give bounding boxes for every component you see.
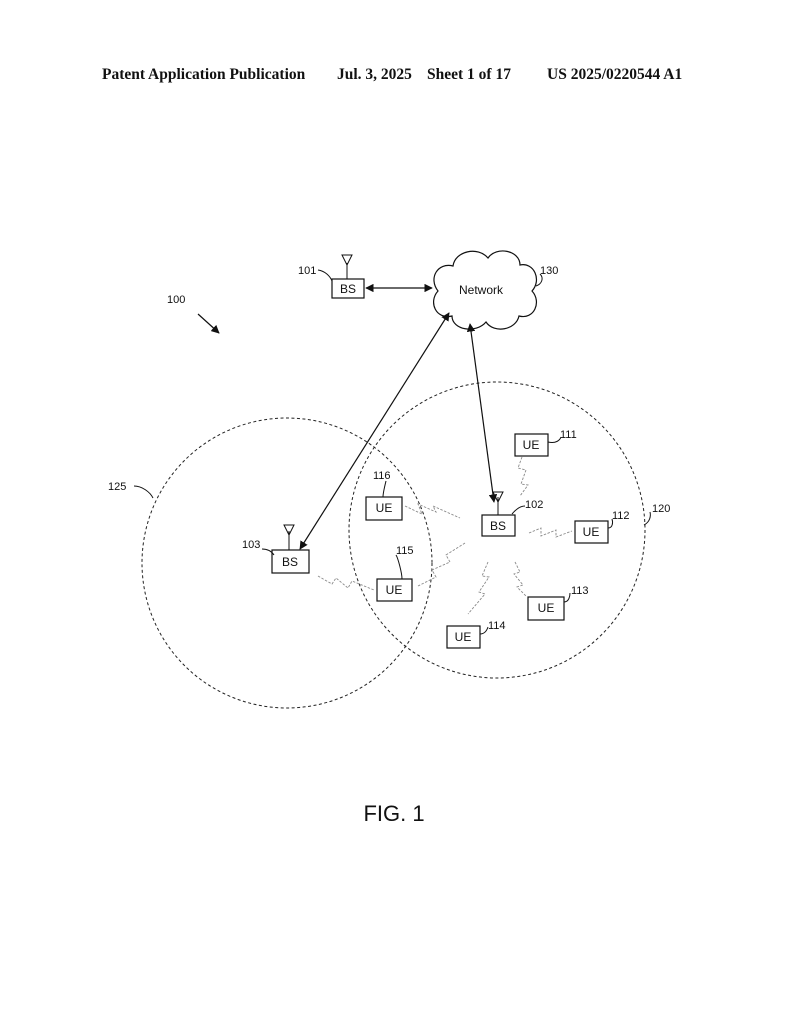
ref-115: 115 [396,545,414,557]
figure-caption: FIG. 1 [363,801,424,826]
sheet-number: Sheet 1 of 17 [427,66,511,83]
ue-113: UE 113 [527,585,589,621]
ref-113-leader [563,592,571,603]
ref-101: 101 [298,265,316,277]
page-header: Patent Application Publication Jul. 3, 2… [0,66,794,90]
ref-125: 125 [108,481,126,493]
ue-111-label: UE [523,438,540,452]
ref-111-leader [547,436,562,443]
ue-115: UE 115 [376,545,414,602]
ue-114: UE 114 [446,620,506,649]
publication-number: US 2025/0220544 A1 [547,66,683,83]
ref-130-leader [535,273,543,287]
ref-112: 112 [612,510,630,522]
ref-125-leader [133,485,154,499]
ue-114-label: UE [455,630,472,644]
wireless-link-102-113 [513,561,527,597]
ue-112-label: UE [583,525,600,539]
publication-type: Patent Application Publication [102,66,306,83]
ref-112-leader [607,518,613,529]
coverage-area-125 [141,417,433,709]
ref-116-leader [382,480,387,498]
ref-114: 114 [488,620,506,632]
ref-111: 111 [560,429,577,441]
base-station-101: BS [331,254,365,299]
base-station-103: BS [271,524,310,574]
ue-111: UE 111 [514,429,577,457]
ref-103: 103 [242,539,260,551]
ref-115-leader [395,554,403,580]
wireless-link-102-114 [467,561,490,615]
ref-116: 116 [373,470,391,482]
ref-101-leader [317,269,333,282]
wireless-link-103-115 [317,575,375,591]
bs-101-label: BS [340,282,356,296]
ref-120: 120 [652,503,670,515]
wireless-link-102-116 [404,503,461,519]
bs-103-label: BS [282,555,298,569]
antenna-icon [283,524,295,537]
link-bs103-network [299,312,450,550]
ref-100: 100 [167,294,185,306]
link-bs102-network [466,323,498,503]
ref-100-arrow [197,313,220,334]
wireless-link-102-112 [528,527,573,538]
ue-112: UE 112 [574,510,630,544]
ref-120-leader [643,511,651,526]
wireless-link-102-111 [517,456,529,497]
antenna-icon [341,254,353,267]
ref-113: 113 [571,585,589,597]
bs-102-label: BS [490,519,506,533]
ref-102-leader [511,505,526,515]
ue-113-label: UE [538,601,555,615]
ref-114-leader [479,626,489,635]
base-station-102: BS [481,491,516,537]
ue-116-label: UE [376,501,393,515]
ref-102: 102 [525,499,543,511]
ref-130: 130 [540,265,558,277]
publication-date: Jul. 3, 2025 [337,66,412,83]
ref-103-leader [261,548,275,556]
network-cloud [433,250,537,330]
network-label: Network [459,283,504,297]
wireless-link-102-115 [417,542,466,587]
ue-115-label: UE [386,583,403,597]
ue-116: UE 116 [365,470,403,521]
